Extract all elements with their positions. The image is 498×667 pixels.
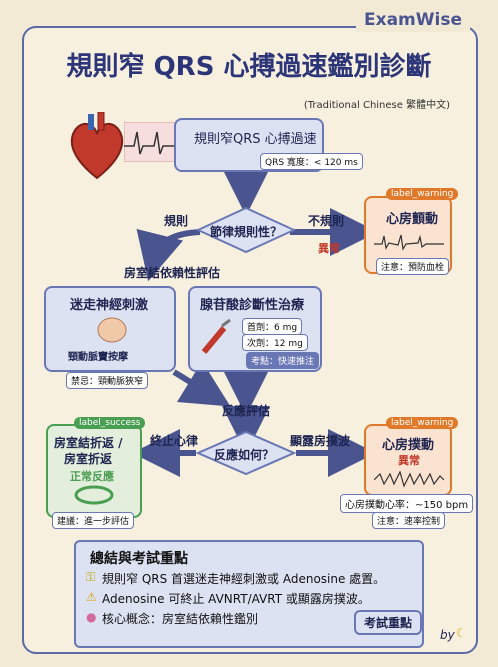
flutter-tag: label_warning [386, 417, 459, 429]
page-subtitle: (Traditional Chinese 繁體中文) [303, 100, 450, 111]
summary-heading: 總結與考試重點 [90, 551, 188, 567]
syringe-icon [201, 318, 231, 354]
arrow-decision1-left [136, 228, 201, 282]
afib-note: 注意：預防血栓 [376, 258, 450, 275]
summary-badge: 考試重點 [354, 610, 423, 635]
success-sub: 正常反應 [70, 470, 114, 483]
decision1-diamond [196, 206, 296, 254]
brain-icon: ● [86, 610, 97, 624]
flutter-sub: 異常 [398, 454, 420, 467]
byline: by [440, 628, 455, 642]
vagal-note: 禁忌：頸動脈狹窄 [66, 372, 149, 389]
moon-logo-icon: ☾ [456, 626, 467, 640]
decision1-right-sublabel: 異常 [318, 242, 340, 255]
decision1-right-label: 不規則 [308, 214, 345, 228]
success-note: 建議：進一步評估 [52, 512, 135, 529]
reentry-loop-icon [74, 485, 114, 505]
avnode-label: 房室結依賴性評估 [124, 266, 221, 280]
decision1-left-label: 規則 [164, 214, 189, 228]
neck-massage-icon [97, 317, 127, 343]
vagal-box: 迷走神經刺激 頸動脈竇按摩 [44, 286, 176, 372]
afib-tag: label_warning [386, 188, 459, 200]
decision2-right-label: 顯露房撲波 [290, 434, 351, 448]
afib-title: 心房顫動 [386, 212, 439, 227]
warning-icon: ⚠ [86, 590, 97, 604]
flutter-rate: 心房撲動心率：~150 bpm [340, 494, 474, 513]
decision2-left-label: 終止心律 [150, 434, 199, 448]
success-box: 房室結折返 / 房室折返 正常反應 [46, 424, 142, 518]
ecg-irregular-icon [374, 234, 444, 251]
summary-line1: 規則窄 QRS 首選迷走神經刺激或 Adenosine 處置。 [102, 572, 386, 586]
vagal-subtitle: 頸動脈竇按摩 [68, 352, 128, 363]
arrow-vagal-to-response [172, 361, 231, 407]
flutter-note: 注意：速率控制 [372, 512, 446, 529]
success-title-line1: 房室結折返 / [54, 436, 123, 450]
vagal-title: 迷走神經刺激 [70, 298, 149, 313]
flutter-title: 心房撲動 [382, 438, 435, 453]
heart-icon [70, 112, 124, 180]
response-label: 反應評估 [222, 404, 271, 418]
brand-logo: ExamWise [356, 8, 470, 32]
page-title: 規則窄 QRS 心搏過速鑑別診斷 [66, 52, 432, 82]
key-icon: ⚿ [86, 570, 96, 584]
summary-line2: Adenosine 可終止 AVNRT/AVRT 或顯露房撲波。 [102, 592, 370, 606]
start-note: QRS 寬度：< 120 ms [260, 153, 363, 170]
decision1-question: 節律規則性？ [210, 225, 283, 239]
adenosine-note: 考點：快速推注 [246, 352, 320, 369]
afib-box: 心房顫動 注意：預防血栓 [364, 196, 452, 275]
adenosine-title: 腺苷酸診斷性治療 [200, 298, 305, 313]
adenosine-dose2: 次劑：12 mg [242, 334, 308, 351]
sawtooth-wave-icon [374, 470, 444, 488]
success-title-line2: 房室折返 [64, 452, 113, 466]
adenosine-box: 腺苷酸診斷性治療 首劑：6 mg 次劑：12 mg 考點：快速推注 [188, 286, 322, 372]
success-tag: label_success [74, 417, 146, 429]
adenosine-dose1: 首劑：6 mg [242, 318, 303, 335]
summary-line3: 核心概念：房室結依賴性鑑別 [102, 612, 259, 626]
decision2-diamond [196, 430, 296, 476]
ecg-strip-icon [124, 122, 176, 162]
start-title: 規則窄QRS 心搏過速 [194, 132, 317, 147]
flutter-box: 心房撲動 異常 [364, 424, 452, 496]
start-box: 規則窄QRS 心搏過速 QRS 寬度：< 120 ms [174, 118, 363, 172]
decision2-question: 反應如何？ [214, 448, 275, 462]
